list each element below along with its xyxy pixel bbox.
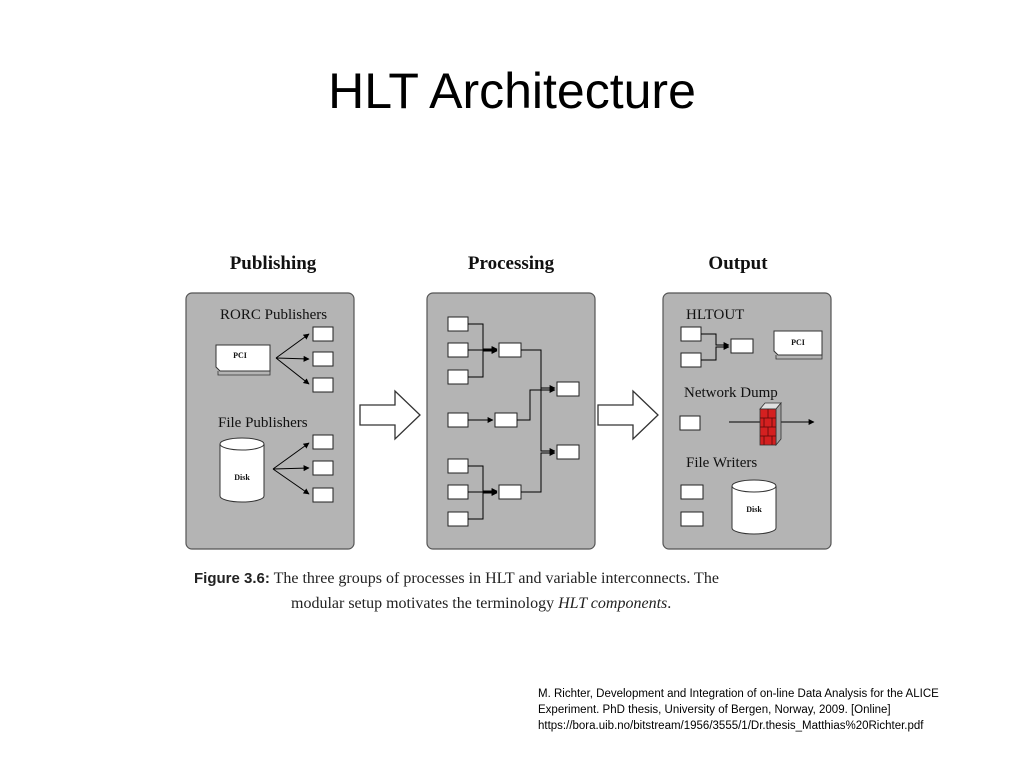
processing-network	[447, 316, 580, 527]
network-dump-label: Network Dump	[684, 385, 778, 401]
processing-stage2-box-3	[498, 484, 522, 500]
disk-icon	[219, 437, 265, 503]
file-writer-box-2	[680, 511, 704, 527]
figure-caption: Figure 3.6: The three groups of processe…	[194, 566, 844, 616]
flow-arrow-processing-to-output	[597, 389, 659, 441]
processing-input-box-3	[447, 369, 469, 385]
pci-card-icon	[215, 344, 271, 376]
file-publisher-box-2	[312, 460, 334, 476]
processing-input-box-1	[447, 316, 469, 332]
rorc-publisher-box-2	[312, 351, 334, 367]
processing-input-box-2	[447, 342, 469, 358]
file-writer-box-1	[680, 484, 704, 500]
file-publisher-box-1	[312, 434, 334, 450]
reference-citation: M. Richter, Development and Integration …	[538, 686, 1008, 734]
rorc-publisher-box-1	[312, 326, 334, 342]
processing-heading: Processing	[468, 253, 555, 274]
reference-line-3: https://bora.uib.no/bitstream/1956/3555/…	[538, 720, 924, 732]
hltout-box-2	[680, 352, 702, 368]
file-writers-label: File Writers	[686, 455, 757, 471]
pci-card-icon	[773, 330, 823, 360]
processing-stage3-box-1	[556, 381, 580, 397]
reference-line-2: Experiment. PhD thesis, University of Be…	[538, 704, 891, 716]
reference-line-1: M. Richter, Development and Integration …	[538, 688, 939, 700]
publishing-heading: Publishing	[230, 253, 317, 274]
pci-label: PCI	[233, 351, 247, 360]
network-dump-group: Network Dump	[679, 385, 815, 447]
rorc-publisher-box-3	[312, 377, 334, 393]
file-publishers-label: File Publishers	[218, 415, 308, 431]
figure-label: Figure 3.6:	[194, 570, 270, 587]
caption-line-2-prefix: modular setup motivates the terminology	[291, 595, 559, 612]
hltout-collector-box	[730, 338, 754, 354]
file-writers-group: File Writers Disk	[680, 455, 777, 535]
output-pci-label: PCI	[791, 338, 805, 347]
output-heading: Output	[708, 253, 768, 274]
caption-line-1: The three groups of processes in HLT and…	[273, 570, 719, 587]
processing-input-box-6	[447, 484, 469, 500]
slide-title: HLT Architecture	[328, 63, 696, 119]
caption-line-2: modular setup motivates the terminology …	[194, 591, 844, 616]
processing-input-box-4	[447, 412, 469, 428]
caption-line-2-suffix: .	[667, 595, 672, 612]
firewall-icon	[759, 401, 782, 447]
rorc-publishers-group: RORC Publishers PCI	[215, 307, 334, 393]
processing-stage2-box-1	[498, 342, 522, 358]
file-publisher-box-3	[312, 487, 334, 503]
processing-stage3-box-2	[556, 444, 580, 460]
processing-stage2-box-2	[494, 412, 518, 428]
processing-input-box-7	[447, 511, 469, 527]
hltout-group: HLTOUT PCI	[680, 307, 823, 368]
hltout-label: HLTOUT	[686, 307, 744, 323]
rorc-publishers-label: RORC Publishers	[220, 307, 327, 323]
disk-label: Disk	[234, 473, 250, 482]
flow-arrow-publishing-to-processing	[359, 389, 421, 441]
output-disk-label: Disk	[746, 505, 762, 514]
hlt-architecture-diagram: Publishing Processing Output RORC Publis…	[185, 253, 832, 550]
hltout-box-1	[680, 326, 702, 342]
file-publishers-group: File Publishers Disk	[218, 415, 334, 503]
disk-icon	[731, 479, 777, 535]
caption-emphasis: HLT components	[558, 595, 668, 612]
network-dump-box	[679, 415, 701, 431]
output-panel	[662, 292, 832, 550]
processing-input-box-5	[447, 458, 469, 474]
